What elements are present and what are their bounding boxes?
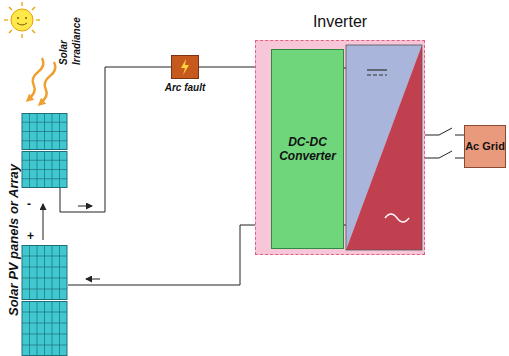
solar-panel — [22, 114, 67, 150]
bridge-outline — [346, 45, 422, 250]
panel-cell-line — [22, 140, 67, 141]
panel-cell-line — [22, 345, 67, 346]
ac-symbol — [385, 214, 409, 222]
panel-cell-line — [22, 278, 67, 279]
irradiance-arrows — [28, 58, 55, 104]
solar-panel — [22, 246, 67, 300]
panel-cell-line — [22, 312, 67, 313]
polarity-sign: - — [27, 197, 31, 211]
panel-body — [22, 246, 67, 300]
dc-symbol — [367, 69, 387, 70]
wire-connector — [68, 225, 271, 285]
polarity-sign: + — [27, 229, 34, 243]
sun-icon — [4, 2, 40, 38]
panel-cell-line — [44, 246, 45, 300]
panel-body — [22, 114, 67, 150]
panel-cell-line — [59, 246, 60, 300]
panel-cell-line — [59, 302, 60, 356]
panel-cell-line — [37, 302, 38, 356]
dc-symbol — [367, 74, 387, 75]
panel-cell-line — [22, 169, 67, 170]
process-box: DC-DC Converter — [271, 49, 344, 249]
arc-fault-symbol — [171, 55, 199, 79]
dc-half — [346, 45, 422, 250]
lightning-bolt — [181, 59, 189, 75]
fault-label: Arc fault — [150, 82, 220, 93]
panel-cell-line — [29, 246, 30, 300]
panel-body — [22, 302, 67, 356]
grid-box: Ac Grid — [464, 125, 506, 168]
wire-connector — [425, 128, 464, 135]
panel-cell-line — [22, 122, 67, 123]
arc-fault-box: Arc fault — [150, 55, 220, 97]
node-label: DC-DC Converter — [272, 135, 343, 164]
array-label: Solar PV panels or Array — [6, 164, 21, 316]
solar-panel — [22, 302, 67, 356]
panel-cell-line — [29, 302, 30, 356]
panel-cell-line — [22, 160, 67, 161]
panel-cell-line — [22, 178, 67, 179]
panel-body — [22, 152, 67, 188]
panel-cell-line — [22, 267, 67, 268]
panel-cell-line — [22, 334, 67, 335]
panel-cell-line — [52, 246, 53, 300]
panel-cell-line — [22, 289, 67, 290]
irradiance-label: Solar Irradiance — [57, 3, 83, 65]
panel-cell-line — [52, 302, 53, 356]
lightning-icon — [172, 56, 198, 78]
inverter-heading: Inverter — [256, 13, 424, 31]
current-direction-arrows — [78, 206, 100, 279]
panel-wires — [43, 188, 68, 240]
wire-connector — [68, 67, 171, 212]
panel-cell-line — [22, 323, 67, 324]
ac-half — [346, 45, 422, 250]
node-label: Ac Grid — [465, 140, 505, 154]
panel-cell-line — [37, 246, 38, 300]
wire-connector — [425, 151, 464, 158]
panel-cell-line — [22, 256, 67, 257]
solar-panel — [22, 152, 67, 188]
panel-cell-line — [44, 302, 45, 356]
inverter-box: InverterDC-DC Converter — [255, 40, 425, 255]
panel-cell-line — [22, 131, 67, 132]
